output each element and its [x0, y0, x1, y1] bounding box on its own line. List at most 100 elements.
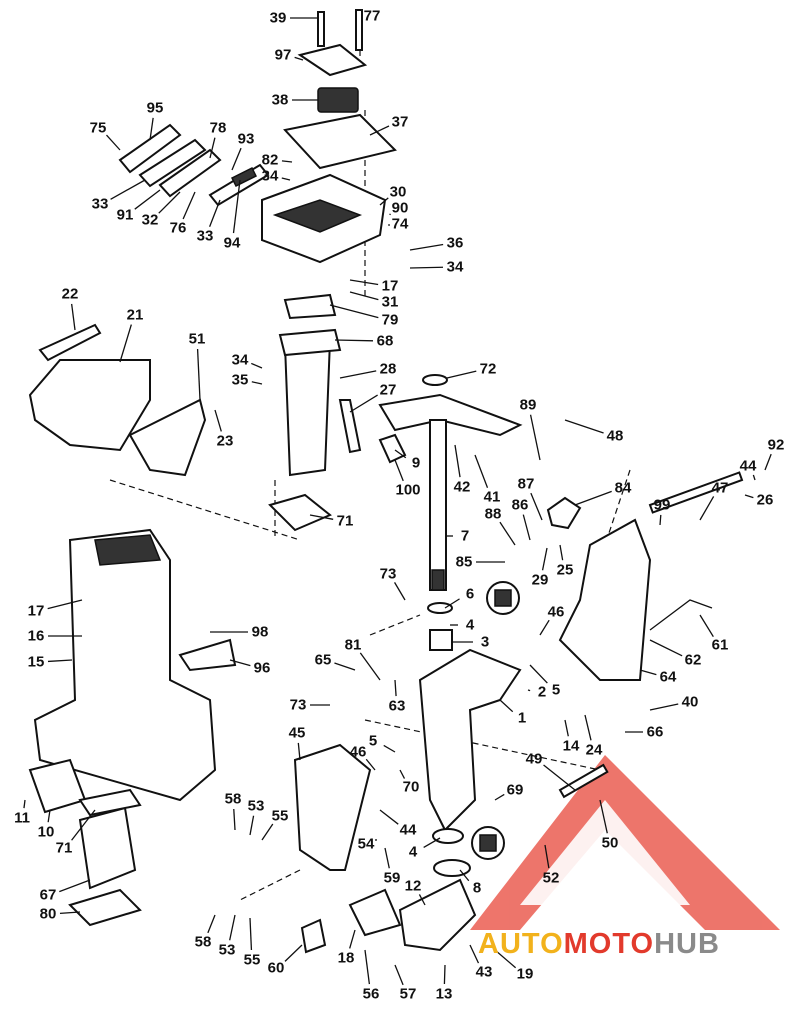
- bracket-84: [546, 496, 582, 530]
- part-label-86: 86: [511, 496, 529, 514]
- leader-line: [384, 847, 390, 869]
- part-label-34: 34: [261, 167, 279, 185]
- part-label-55: 55: [243, 951, 261, 969]
- part-label-46: 46: [547, 603, 565, 621]
- part-label-50: 50: [601, 834, 619, 852]
- part-label-39: 39: [269, 9, 287, 27]
- part-label-34: 34: [446, 258, 464, 276]
- seal-22: [38, 323, 102, 362]
- part-label-22: 22: [61, 285, 79, 303]
- lower-cover-51: [128, 398, 207, 477]
- leader-line: [231, 147, 242, 171]
- leader-line: [334, 662, 356, 671]
- part-label-42: 42: [453, 478, 471, 496]
- leader-line: [349, 279, 379, 286]
- part-label-29: 29: [531, 571, 549, 589]
- leader-line: [281, 177, 291, 181]
- leader-line: [59, 911, 81, 915]
- part-label-69: 69: [506, 781, 524, 799]
- leader-line: [119, 324, 132, 363]
- part-label-27: 27: [379, 381, 397, 399]
- part-label-85: 85: [455, 553, 473, 571]
- steering-arm-72: [378, 393, 523, 437]
- leader-line: [309, 514, 334, 520]
- leader-line: [349, 291, 379, 301]
- leader-line: [339, 370, 377, 379]
- leader-line: [744, 494, 754, 499]
- leader-line: [499, 699, 514, 713]
- grease-icon: [471, 826, 505, 860]
- leader-line: [294, 56, 304, 61]
- part-label-63: 63: [388, 697, 406, 715]
- part-label-66: 66: [646, 723, 664, 741]
- part-label-5: 5: [368, 732, 378, 750]
- leader-line: [149, 117, 154, 141]
- part-label-81: 81: [344, 636, 362, 654]
- leader-line: [229, 914, 236, 941]
- leader-line: [196, 348, 201, 401]
- part-label-4: 4: [465, 616, 475, 634]
- part-label-71: 71: [336, 512, 354, 530]
- leader-line: [59, 879, 91, 893]
- part-label-44: 44: [399, 821, 417, 839]
- leader-line: [182, 191, 196, 220]
- leader-line: [251, 381, 263, 385]
- part-label-70: 70: [402, 778, 420, 796]
- leader-line: [47, 809, 51, 823]
- exhaust-67: [78, 806, 137, 890]
- clamp-bracket-64: [558, 518, 652, 681]
- leader-line: [764, 453, 772, 471]
- leader-line: [23, 799, 26, 809]
- part-label-34: 34: [231, 351, 249, 369]
- part-label-45: 45: [288, 724, 306, 742]
- part-label-74: 74: [391, 215, 409, 233]
- leader-line: [454, 444, 461, 478]
- part-label-79: 79: [381, 311, 399, 329]
- part-label-48: 48: [606, 427, 624, 445]
- part-label-38: 38: [271, 91, 289, 109]
- pivot-shaft-7: [429, 419, 447, 591]
- part-label-4: 4: [408, 843, 418, 861]
- part-label-77: 77: [363, 7, 381, 25]
- leader-line: [383, 744, 396, 753]
- leader-line: [284, 944, 303, 962]
- bolt-49: [558, 763, 609, 799]
- leader-line: [365, 758, 376, 771]
- watermark-auto: AUTO: [478, 928, 564, 960]
- grease-icon: [486, 581, 520, 615]
- part-label-92: 92: [767, 436, 785, 454]
- part-label-53: 53: [247, 797, 265, 815]
- leader-line: [527, 689, 531, 692]
- part-label-17: 17: [27, 602, 45, 620]
- part-label-16: 16: [27, 627, 45, 645]
- part-label-51: 51: [188, 330, 206, 348]
- part-label-32: 32: [141, 211, 159, 229]
- part-label-33: 33: [196, 227, 214, 245]
- leader-line: [543, 764, 576, 791]
- part-label-73: 73: [289, 696, 307, 714]
- part-label-87: 87: [517, 475, 535, 493]
- watermark-moto: MOTO: [563, 928, 655, 960]
- watermark-hub: HUB: [654, 928, 720, 960]
- leader-line: [394, 459, 404, 482]
- lower-cover-21: [28, 359, 151, 452]
- part-label-65: 65: [314, 651, 332, 669]
- leader-line: [261, 823, 274, 841]
- hose-27: [338, 399, 362, 454]
- part-label-12: 12: [404, 877, 422, 895]
- leader-line: [379, 809, 399, 825]
- leader-line: [106, 134, 121, 151]
- part-label-54: 54: [357, 835, 375, 853]
- leader-line: [209, 137, 216, 159]
- part-label-53: 53: [218, 941, 236, 959]
- part-label-94: 94: [223, 234, 241, 252]
- tilt-tube-47: [648, 471, 744, 514]
- leader-line: [541, 547, 548, 571]
- part-label-90: 90: [391, 199, 409, 217]
- leader-line: [494, 949, 517, 969]
- part-label-75: 75: [89, 119, 107, 137]
- part-label-24: 24: [585, 741, 603, 759]
- part-label-62: 62: [684, 651, 702, 669]
- bracket-12: [398, 878, 477, 952]
- part-label-10: 10: [37, 823, 55, 841]
